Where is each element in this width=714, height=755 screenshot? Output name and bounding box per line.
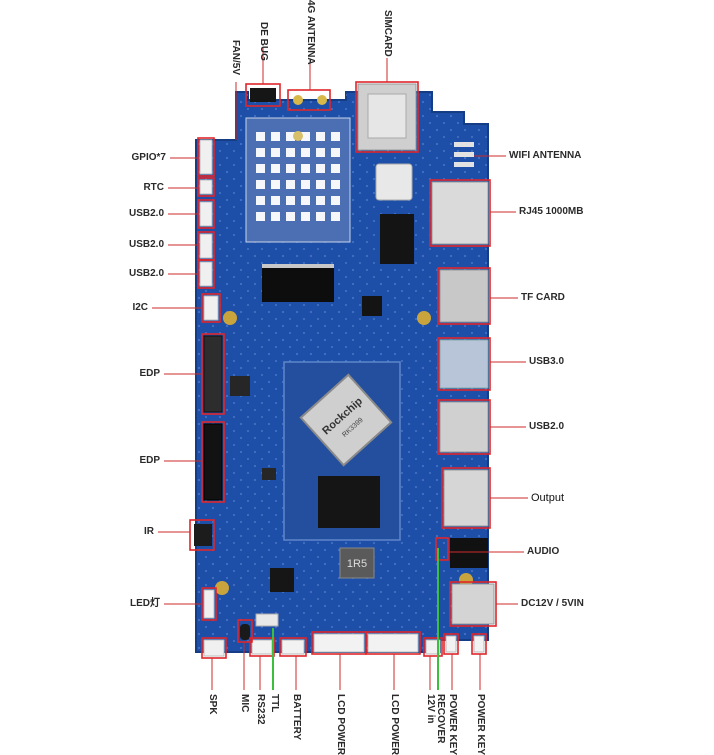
soc-chip xyxy=(299,373,393,467)
label-simcard: SIMCARD xyxy=(382,10,393,57)
label-power-key-b: POWER KEY xyxy=(475,694,486,755)
label-mic: MIC xyxy=(239,694,250,713)
label-fan: FAN/5V xyxy=(230,40,241,76)
label-spk: SPK xyxy=(207,694,218,715)
m2-slot xyxy=(262,268,334,302)
bottom-connectors xyxy=(251,633,485,655)
left-headers xyxy=(199,139,225,657)
label-rtc: RTC xyxy=(143,182,164,193)
label-edp-b: EDP xyxy=(139,455,160,466)
wifi-module xyxy=(375,163,413,201)
label-battery: BATTERY xyxy=(291,694,302,741)
label-4g-antenna: 4G ANTENNA xyxy=(305,0,316,65)
antenna-connectors xyxy=(293,95,327,105)
label-usb20-b: USB2.0 xyxy=(128,239,164,250)
label-12v-in: 12V in xyxy=(425,694,436,724)
inductor xyxy=(339,547,375,579)
callout-lines xyxy=(152,48,528,690)
pmic-chip xyxy=(318,476,380,528)
edp-connector-1 xyxy=(203,335,223,413)
label-dc-in: DC12V / 5VIN xyxy=(521,598,584,609)
label-rj45: RJ45 1000MB xyxy=(519,206,584,217)
label-tf-card: TF CARD xyxy=(521,292,565,303)
label-output: Output xyxy=(531,492,565,504)
ir-receiver xyxy=(194,524,212,546)
label-ir: IR xyxy=(144,526,154,537)
debug-header xyxy=(250,88,276,102)
soc-area xyxy=(283,361,401,541)
label-usb20-a: USB2.0 xyxy=(128,208,164,219)
green-markers xyxy=(272,548,439,690)
label-gpio: GPIO*7 xyxy=(131,152,166,163)
inductor-label: 1R5 xyxy=(347,558,367,570)
label-usb20-right: USB2.0 xyxy=(529,421,565,432)
label-debug: DE BUG xyxy=(258,22,269,61)
4g-module xyxy=(245,117,351,243)
right-ports xyxy=(431,181,495,625)
label-audio: AUDIO xyxy=(527,546,560,557)
memory-chip xyxy=(380,214,414,264)
wifi-antenna-pads xyxy=(454,142,474,167)
label-wifi-antenna: WIFI ANTENNA xyxy=(509,150,582,161)
label-power-key-a: POWER KEY xyxy=(447,694,458,755)
edp-connector-2 xyxy=(203,423,223,501)
label-edp-a: EDP xyxy=(139,368,160,379)
label-recover: RECOVER xyxy=(435,694,446,744)
label-lcd-power-b: LCD POWER xyxy=(389,694,400,755)
label-led: LED灯 xyxy=(130,598,160,609)
label-ttl: TTL xyxy=(269,694,280,713)
label-rs232: RS232 xyxy=(255,694,266,725)
label-lcd-power-a: LCD POWER xyxy=(335,694,346,755)
label-usb20-c: USB2.0 xyxy=(128,268,164,279)
label-usb30: USB3.0 xyxy=(529,356,565,367)
label-i2c: I2C xyxy=(132,302,148,313)
